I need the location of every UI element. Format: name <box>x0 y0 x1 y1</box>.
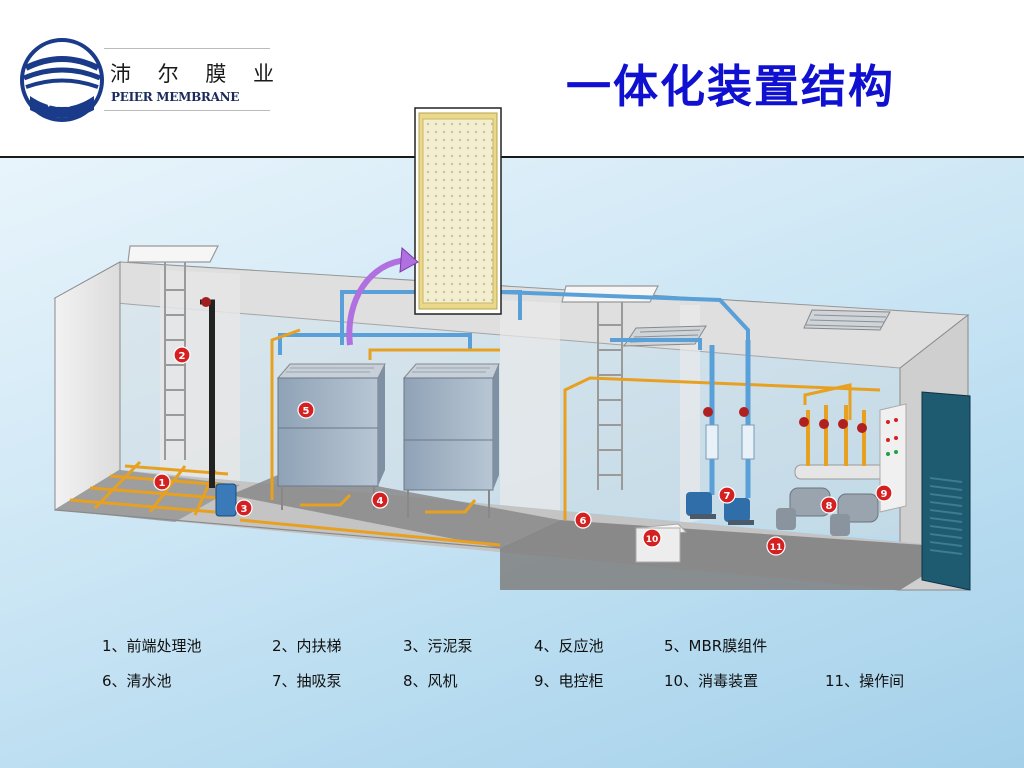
brand-divider <box>104 48 270 49</box>
air-pipes <box>278 290 750 355</box>
marker: 11 <box>766 536 786 556</box>
legend-item: 1、前端处理池 <box>102 637 202 655</box>
marker: 9 <box>875 484 893 502</box>
header-rule <box>0 156 1024 158</box>
marker-label: 6 <box>580 516 587 527</box>
legend-item: 6、清水池 <box>102 672 172 690</box>
brand-name-en: PEIER MEMBRANE <box>111 90 240 104</box>
membrane-element-callout <box>346 107 502 346</box>
marker-label: 4 <box>377 496 384 507</box>
marker-label: 10 <box>646 535 659 545</box>
brand-name-cn: 沛 尔 膜 业 <box>110 62 285 86</box>
marker-label: 1 <box>159 478 166 489</box>
marker: 7 <box>718 486 736 504</box>
sludge-pump <box>200 297 237 517</box>
legend-item: 4、反应池 <box>534 637 604 655</box>
legend-item: 11、操作间 <box>825 672 905 690</box>
marker-label: 2 <box>179 351 186 362</box>
legend-item: 9、电控柜 <box>534 672 604 690</box>
marker: 10 <box>642 528 662 548</box>
brand-divider <box>104 110 270 111</box>
legend-item: 8、风机 <box>403 672 458 690</box>
marker: 4 <box>371 491 389 509</box>
marker: 6 <box>574 511 592 529</box>
marker: 1 <box>153 473 171 491</box>
marker: 8 <box>820 496 838 514</box>
marker: 2 <box>173 346 191 364</box>
marker-label: 3 <box>241 504 248 515</box>
legend-item: 5、MBR膜组件 <box>664 637 768 655</box>
blower <box>776 405 886 536</box>
mbr-module <box>402 363 500 518</box>
page-title: 一体化装置结构 <box>566 60 896 113</box>
marker-label: 8 <box>826 501 833 512</box>
water-pipes <box>270 328 881 520</box>
peier-logo: 沛尔 <box>20 38 104 122</box>
mbr-module <box>276 363 386 510</box>
suction-pump <box>686 340 755 525</box>
logo-text: 沛尔 <box>47 91 77 109</box>
marker-label: 7 <box>724 491 731 502</box>
marker-label: 5 <box>303 406 310 417</box>
marker-label: 11 <box>770 543 783 553</box>
legend-item: 3、污泥泵 <box>403 637 473 655</box>
legend-item: 2、内扶梯 <box>272 637 342 655</box>
door <box>921 391 971 591</box>
marker: 5 <box>297 401 315 419</box>
disinfection-device <box>634 523 688 563</box>
marker-label: 9 <box>881 489 888 500</box>
ladder <box>164 262 623 490</box>
legend-item: 10、消毒装置 <box>664 672 759 690</box>
header: 沛尔 沛 尔 膜 业 PEIER MEMBRANE 一体化装置结构 <box>0 0 1024 157</box>
legend-item: 7、抽吸泵 <box>272 672 342 690</box>
marker: 3 <box>235 499 253 517</box>
